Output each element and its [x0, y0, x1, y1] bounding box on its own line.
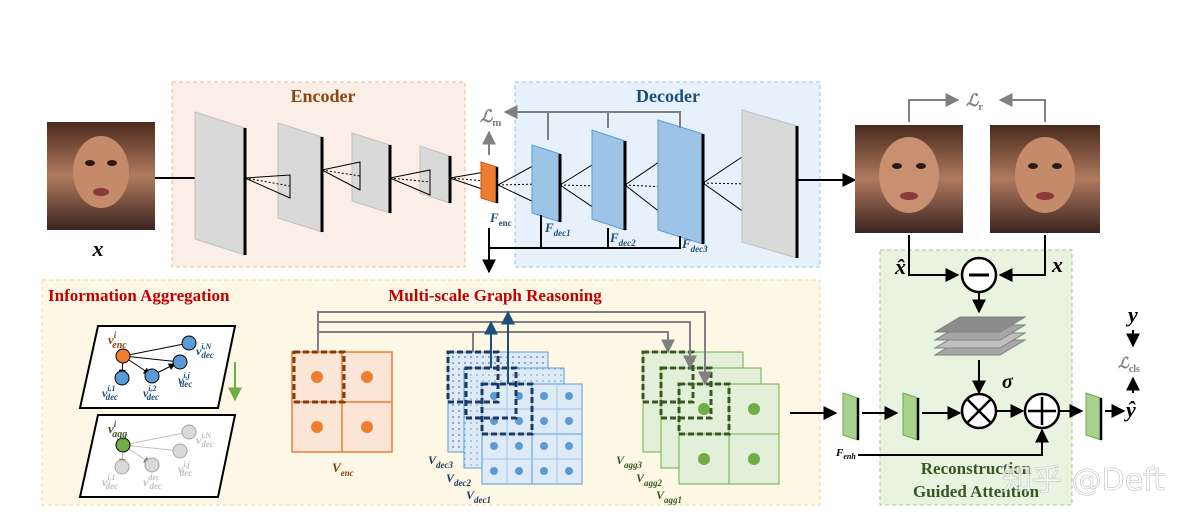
fenh-skip-line [858, 428, 1049, 456]
reconstructed-face-image [855, 125, 963, 233]
xhat-label: x̂ [894, 254, 906, 279]
recon-loss-left-arrow [908, 93, 960, 122]
yhat-label: ŷ [1123, 397, 1136, 422]
top-graph-panel [78, 325, 237, 409]
fenh-label: Fenh [835, 447, 856, 461]
real-face-image [990, 125, 1100, 233]
fdec1-label: Fdec1 [544, 220, 571, 238]
conv-block-2 [1085, 392, 1103, 441]
xhat-to-minus-line [908, 235, 960, 282]
vagg1-label: Vagg1 [656, 488, 682, 505]
vagg2-label: Vagg2 [636, 471, 663, 488]
cls-loss-label: ℒcls [1118, 356, 1140, 375]
rga-title-line1: Reconstruction [921, 459, 1032, 478]
plus-op [1023, 392, 1061, 430]
vdec1-label: Vdec1 [466, 488, 491, 505]
msgr-connection-lines [317, 310, 712, 386]
info-agg-title: Information Aggregation [48, 286, 230, 305]
decoder-down-lines [540, 215, 681, 249]
mask-loss-skip-line [503, 105, 681, 128]
fenc-block [480, 161, 498, 204]
vdec-grids [446, 350, 583, 485]
conv-block-1 [902, 392, 920, 441]
recon-loss-right-arrow [998, 93, 1046, 122]
attention-map-stack [933, 316, 1027, 356]
minus-op [960, 256, 998, 294]
x-to-minus-line [998, 235, 1046, 282]
venc-label: Venc [332, 460, 354, 478]
vdec3-label: Vdec3 [428, 453, 454, 470]
fdec2-label: Fdec2 [609, 230, 636, 248]
recon-loss-label: ℒr [966, 91, 983, 113]
y-label: y [1125, 302, 1138, 327]
watermark: 知乎 @Deft [1002, 463, 1165, 498]
times-op [960, 392, 998, 430]
msgr-title: Multi-scale Graph Reasoning [388, 286, 602, 305]
vdec2-label: Vdec2 [446, 471, 472, 488]
fdec3-label: Fdec3 [681, 236, 708, 254]
sigma-label: σ [1002, 371, 1014, 393]
fenh-block [842, 392, 860, 441]
input-face-image [47, 122, 155, 230]
rga-title-line2: Guided Attention [913, 482, 1040, 501]
input-x-label: x [92, 236, 104, 261]
fenc-label: Fenc [489, 210, 512, 228]
vagg-grids [641, 350, 780, 485]
venc-grid [291, 350, 393, 453]
x-right-label: x [1051, 252, 1063, 277]
decoder-title: Decoder [636, 86, 700, 106]
mask-loss-label: ℒm [480, 107, 501, 129]
decoder-layers [496, 109, 799, 259]
bottom-graph-panel [78, 414, 237, 498]
vagg3-label: Vagg3 [616, 453, 643, 470]
encoder-layers [194, 111, 486, 256]
encoder-title: Encoder [291, 86, 356, 106]
